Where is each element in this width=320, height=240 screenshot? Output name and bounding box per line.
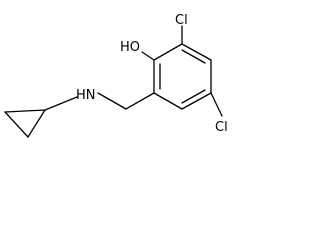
cyclopropyl-bond-c (4, 109, 46, 113)
ring-bond-c2-c3 (181, 43, 212, 61)
cyclopropyl-ring (4, 109, 46, 138)
ring-bond-c5-c6 (153, 92, 183, 110)
amine-label: HN (76, 88, 96, 103)
cyclopropyl-bond-a (27, 109, 46, 138)
benzene-ring (153, 43, 212, 110)
chlorine-bottom-label: Cl (215, 120, 228, 135)
bond-c6-methylene (125, 92, 155, 110)
ring-double-bond-c4-c5 (181, 89, 206, 104)
hydroxyl-label: HO (120, 40, 140, 55)
structure-diagram: HO Cl Cl HN (4, 13, 228, 138)
chlorine-top-label: Cl (175, 13, 188, 28)
bond-c4-chlorine (210, 92, 223, 117)
bond-methylene-nitrogen (97, 92, 127, 110)
cyclopropyl-bond-b (4, 111, 29, 138)
bond-c1-oxygen (141, 51, 155, 61)
ring-double-bond-c2-c3 (181, 49, 206, 64)
ring-bond-c4-c5 (181, 92, 212, 110)
bond-nitrogen-cyclopropyl (44, 96, 78, 111)
ring-bond-c1-c2 (153, 43, 183, 61)
